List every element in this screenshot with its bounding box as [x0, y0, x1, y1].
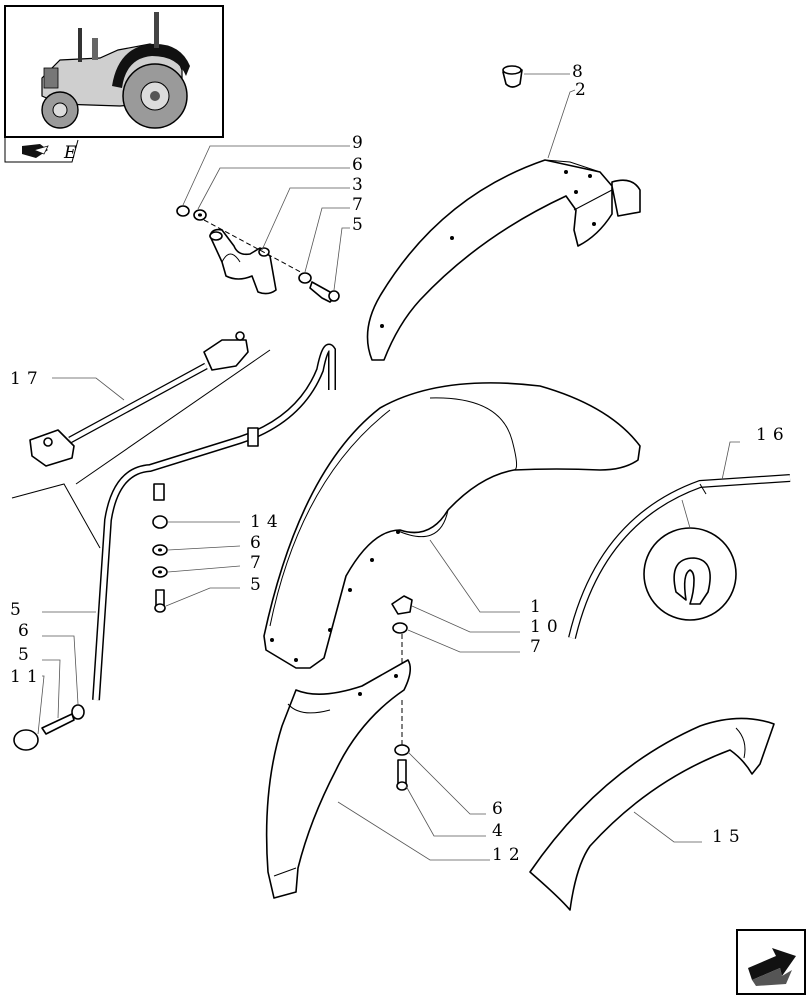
part-13-tube-frame[interactable]	[92, 343, 336, 701]
callout-13: 5	[10, 600, 27, 620]
part-11-end-cap[interactable]	[13, 729, 39, 751]
callout-6-low: 6	[18, 621, 35, 641]
tractor-inset[interactable]: E	[4, 5, 224, 163]
part-15-fender-panel[interactable]	[529, 717, 775, 911]
callout-6-center: 6	[492, 799, 509, 819]
callout-8: 8	[572, 62, 589, 82]
part-7-lockwasher-top[interactable]	[298, 272, 312, 284]
part-17-lamp-wiring[interactable]	[29, 331, 249, 467]
part-1-main-fender[interactable]	[263, 382, 641, 669]
callout-5-low: 5	[18, 645, 35, 665]
next-page-arrow-icon	[748, 948, 796, 986]
part-7-lockwasher-center[interactable]	[392, 622, 408, 634]
callout-16: 16	[756, 425, 790, 445]
part-8-plug-cap[interactable]	[502, 65, 523, 88]
callout-7-mid: 7	[250, 553, 267, 573]
callout-5-mid: 5	[250, 575, 267, 595]
callout-10: 10	[530, 617, 564, 637]
callout-5-top: 5	[352, 215, 369, 235]
callout-2: 2	[575, 80, 592, 100]
part-6-washer-mid[interactable]	[152, 544, 168, 556]
part-6-washer-top[interactable]	[193, 209, 207, 221]
part-4-bolt[interactable]	[396, 759, 408, 791]
callout-6-mid: 6	[250, 533, 267, 553]
part-16-edge-trim[interactable]	[568, 474, 791, 639]
callout-17: 17	[10, 369, 44, 389]
part-3-bracket[interactable]	[209, 228, 277, 295]
part-5-bolt-top[interactable]	[309, 281, 340, 303]
callout-3: 3	[352, 175, 369, 195]
next-page-button[interactable]	[736, 929, 806, 995]
callout-15: 15	[712, 827, 746, 847]
part-14-rubber-mount[interactable]	[152, 515, 168, 529]
part-6-washer-center[interactable]	[394, 744, 410, 756]
inset-tab-letter: E	[63, 143, 82, 163]
callout-4: 4	[492, 821, 509, 841]
part-12-fender-flap[interactable]	[265, 659, 412, 899]
part-5-bolt-mid[interactable]	[154, 589, 166, 613]
part-6-washer-low[interactable]	[71, 704, 85, 720]
callout-14: 14	[250, 512, 284, 532]
callout-12: 12	[492, 845, 526, 865]
callout-7-center: 7	[530, 637, 547, 657]
part-5-bolt-low[interactable]	[41, 713, 75, 735]
tractor-thumbnail-icon	[41, 12, 190, 129]
part-10-nut[interactable]	[391, 595, 413, 615]
callout-11: 11	[10, 667, 44, 687]
part-9-nut[interactable]	[176, 205, 190, 217]
part-7-lockwasher-mid[interactable]	[152, 566, 168, 578]
callout-9: 9	[352, 133, 369, 153]
part-2-fender-extension[interactable]	[366, 159, 641, 361]
callout-6-top: 6	[352, 155, 369, 175]
book-arrow-icon	[22, 144, 49, 158]
callout-1: 1	[530, 597, 547, 617]
callout-7-top: 7	[352, 195, 369, 215]
